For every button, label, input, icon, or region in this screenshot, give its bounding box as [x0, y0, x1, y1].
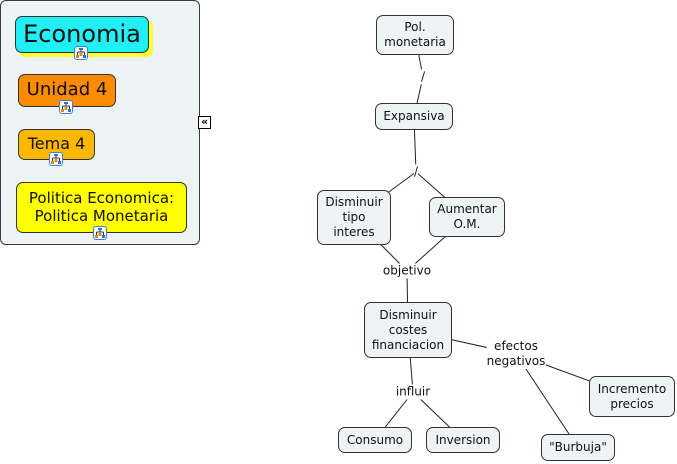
concept-node[interactable]: "Burbuja" — [541, 434, 615, 461]
concept-node[interactable]: Disminuir costes financiacion — [364, 302, 452, 358]
concept-map-icon[interactable] — [93, 226, 107, 240]
concept-node[interactable]: Incremento precios — [589, 376, 675, 417]
linking-label: / — [420, 69, 426, 84]
linking-label: objetivo — [382, 263, 432, 278]
concept-node[interactable]: Pol. monetaria — [376, 15, 454, 55]
breadcrumb-item-tema[interactable]: Tema 4 — [18, 129, 95, 160]
node-label: Pol. monetaria — [384, 20, 446, 49]
concept-map-icon[interactable] — [49, 152, 63, 166]
node-label: "Burbuja" — [549, 440, 607, 454]
node-label: Disminuir tipo interes — [325, 195, 383, 239]
node-label: Incremento precios — [597, 381, 667, 411]
double-chevron-left-icon: « — [200, 115, 209, 128]
breadcrumb-panel: Economia Unidad 4 Tema 4 Politica Econom… — [0, 0, 200, 245]
linking-phrase[interactable]: influir — [395, 384, 431, 400]
node-label: Disminuir costes financiacion — [371, 307, 445, 352]
concept-node[interactable]: Inversion — [426, 427, 500, 453]
concept-node[interactable]: Disminuir tipo interes — [317, 190, 391, 245]
concept-map-icon[interactable] — [59, 100, 73, 114]
concept-node[interactable]: Aumentar O.M. — [429, 197, 505, 237]
breadcrumb-label: Economia — [23, 19, 141, 48]
node-label: Aumentar O.M. — [437, 202, 497, 231]
collapse-panel-button[interactable]: « — [198, 116, 211, 129]
linking-phrase[interactable]: efectos negativos — [486, 339, 546, 369]
breadcrumb-label: Unidad 4 — [26, 79, 108, 101]
linking-label: efectos negativos — [486, 339, 546, 368]
breadcrumb-label: Politica Economica: Politica Monetaria — [28, 189, 175, 225]
concept-map-icon[interactable] — [74, 46, 88, 60]
node-label: Expansiva — [383, 109, 445, 123]
breadcrumb-item-politica[interactable]: Politica Economica: Politica Monetaria — [16, 182, 187, 233]
linking-phrase[interactable]: / — [420, 69, 426, 85]
connection-line — [515, 353, 579, 448]
linking-label: influir — [395, 384, 431, 399]
node-label: Consumo — [346, 432, 404, 447]
concept-node[interactable]: Consumo — [338, 427, 412, 453]
breadcrumb-label: Tema 4 — [27, 134, 86, 154]
concept-node[interactable]: Expansiva — [375, 103, 453, 130]
linking-label: / — [413, 164, 419, 179]
node-label: Inversion — [435, 432, 491, 447]
linking-phrase[interactable]: / — [413, 164, 419, 180]
linking-phrase[interactable]: objetivo — [382, 263, 432, 279]
